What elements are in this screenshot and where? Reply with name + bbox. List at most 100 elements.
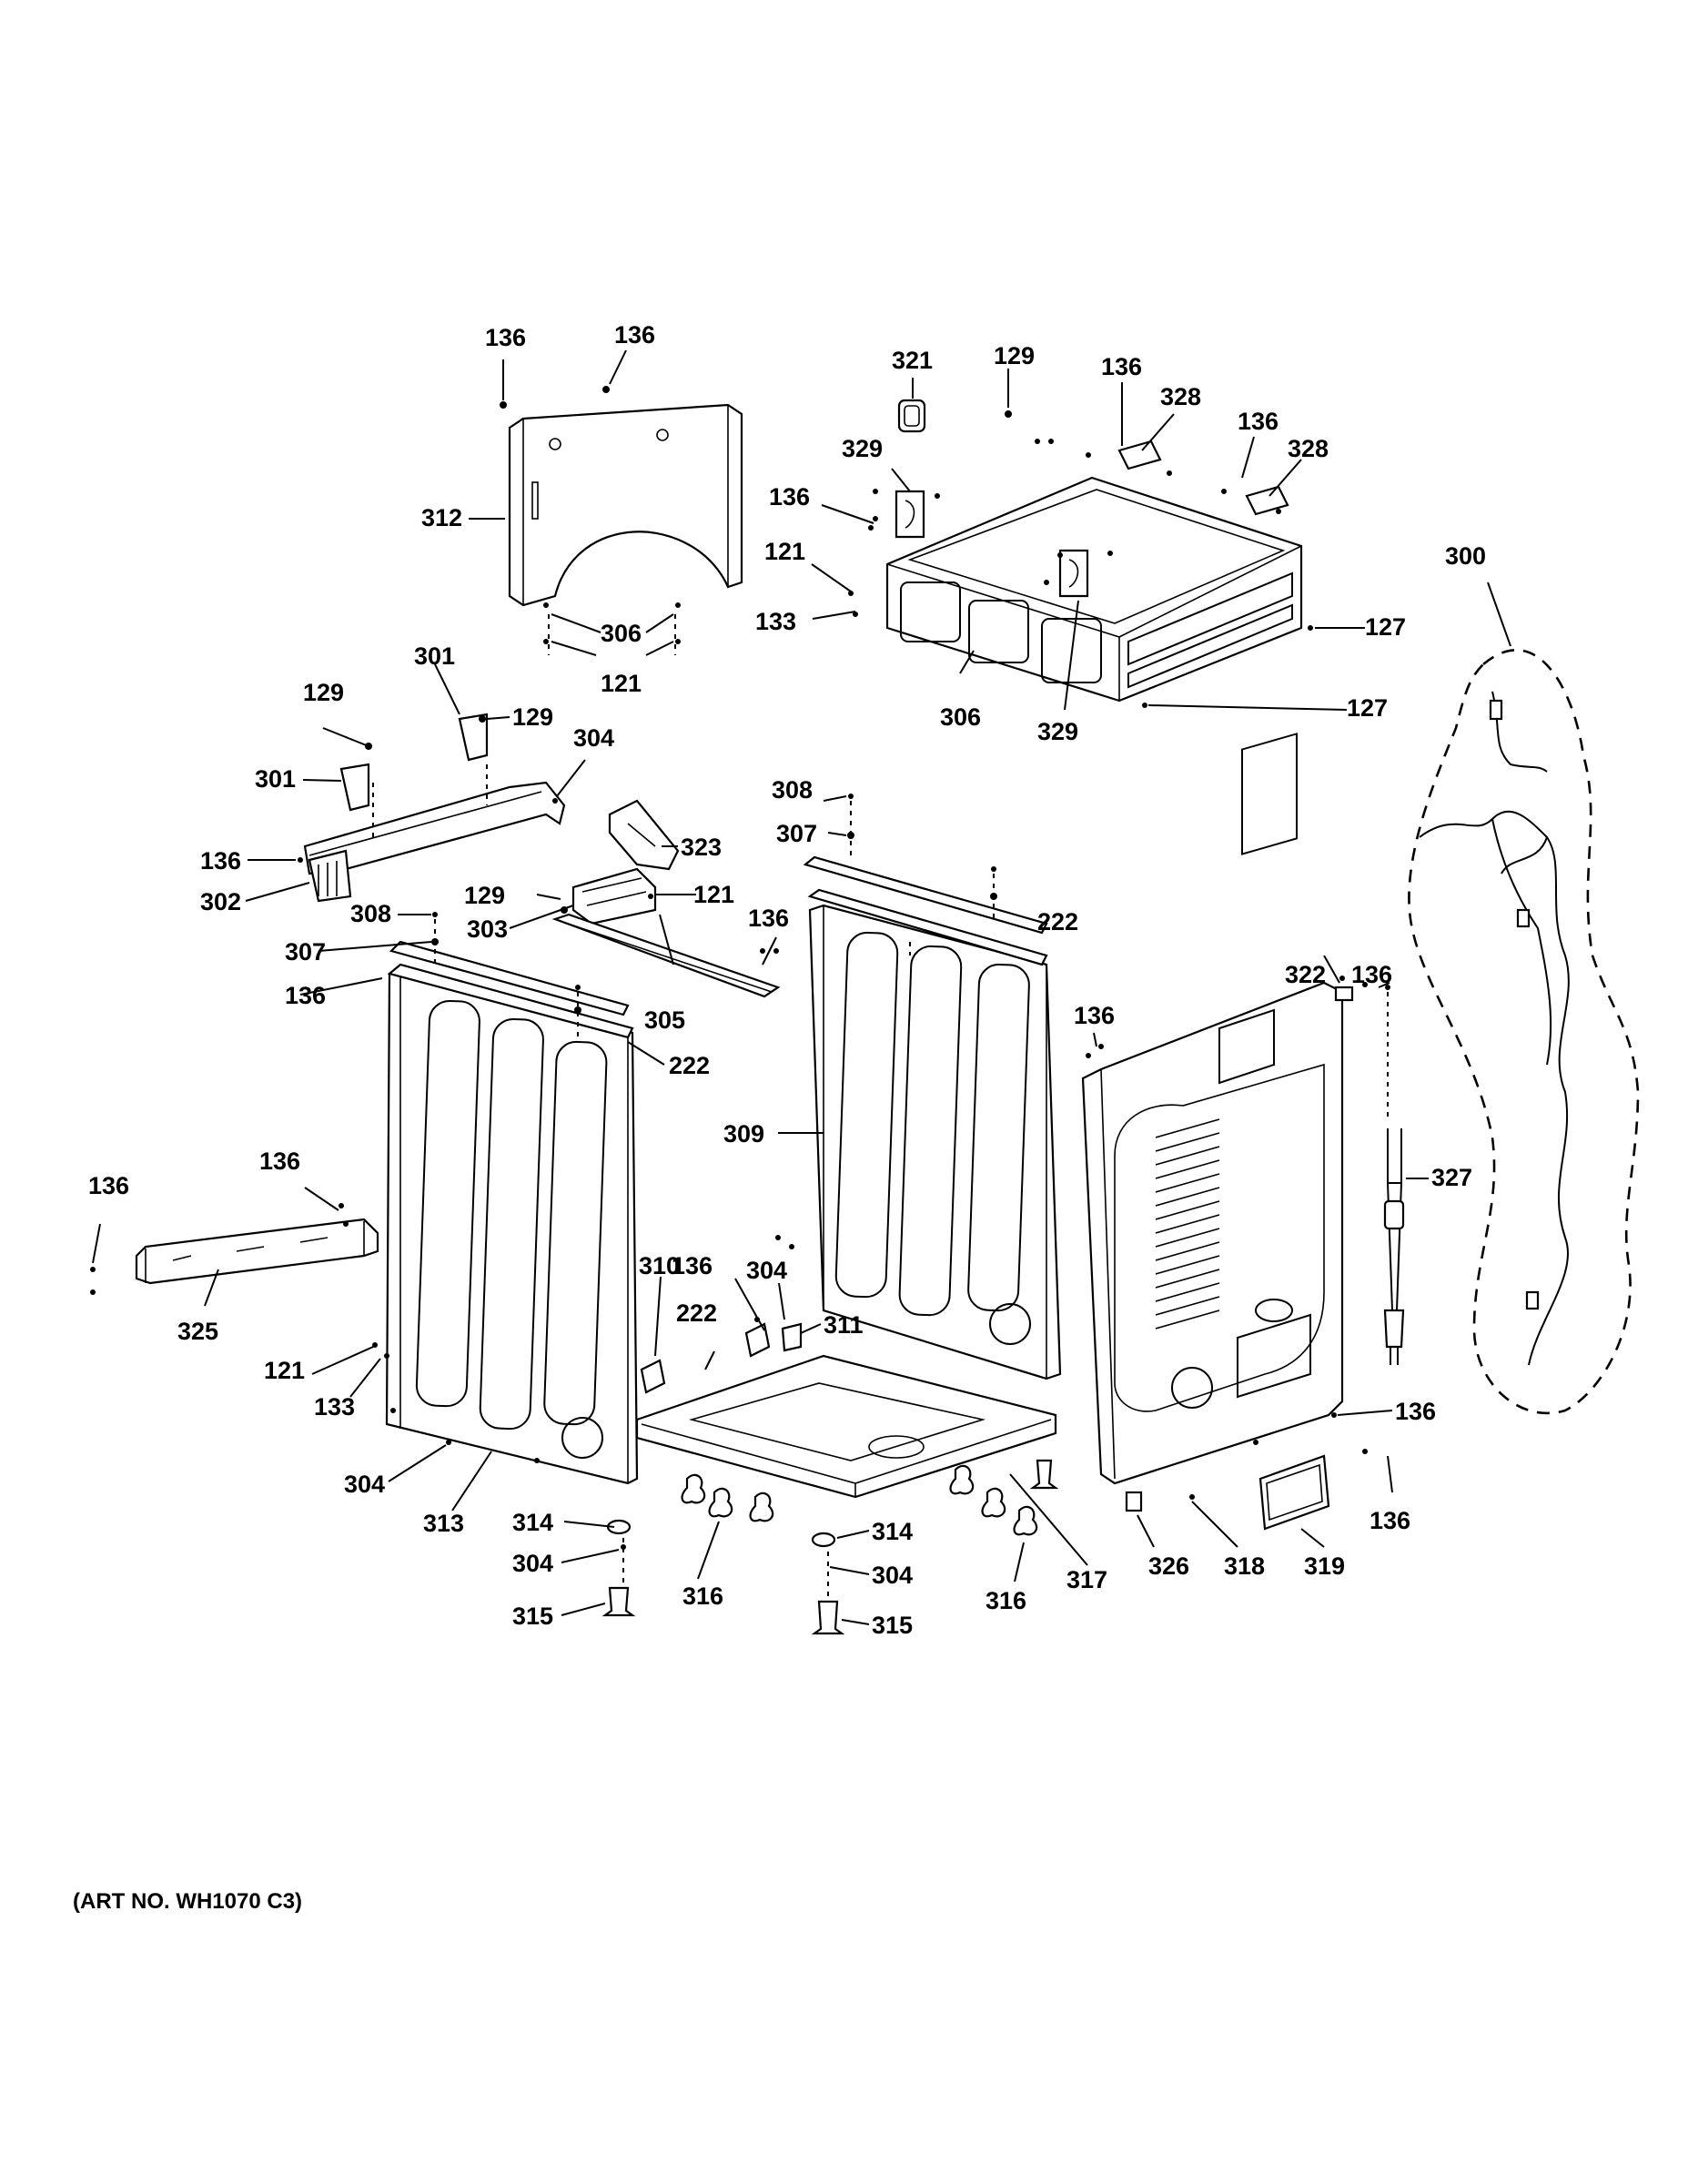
part-314-pads	[606, 1519, 836, 1548]
leader-lines	[92, 349, 1511, 1625]
callout-323: 323	[681, 834, 722, 861]
callout-307: 307	[776, 820, 817, 847]
callout-133: 133	[314, 1393, 355, 1421]
callout-329: 329	[842, 435, 883, 462]
callout-315: 315	[512, 1603, 553, 1630]
callout-136: 136	[285, 982, 326, 1009]
part-327-power-cord	[1383, 1128, 1405, 1365]
callout-309: 309	[723, 1120, 764, 1148]
callout-136: 136	[1370, 1507, 1410, 1534]
callout-322: 322	[1285, 961, 1326, 988]
part-306-top-panel	[885, 476, 1303, 703]
part-309-front-panel	[808, 904, 1062, 1380]
callout-316: 316	[682, 1582, 723, 1610]
callout-325: 325	[177, 1318, 218, 1345]
part-303-board	[571, 867, 657, 925]
callout-136: 136	[485, 324, 526, 351]
callout-136: 136	[88, 1172, 129, 1199]
callout-222: 222	[1037, 908, 1078, 935]
callout-318: 318	[1224, 1552, 1265, 1580]
part-321-seal	[897, 399, 926, 433]
callout-136: 136	[200, 847, 241, 875]
part-305-rail	[551, 913, 781, 998]
callout-127: 127	[1347, 694, 1388, 722]
callout-315: 315	[872, 1612, 913, 1639]
callout-314: 314	[872, 1518, 913, 1545]
callout-136: 136	[1101, 353, 1142, 380]
callout-222: 222	[669, 1052, 710, 1079]
part-323-module	[608, 799, 680, 871]
callout-329: 329	[1037, 718, 1078, 745]
callout-301: 301	[414, 642, 455, 670]
callout-306: 306	[940, 703, 981, 731]
callout-308: 308	[350, 900, 391, 927]
part-319-cover	[1258, 1454, 1330, 1531]
part-328-hinge	[1117, 440, 1289, 516]
callout-136: 136	[1351, 961, 1392, 988]
callout-310: 310	[639, 1252, 680, 1279]
callout-302: 302	[200, 888, 241, 915]
part-313-left-side-panel	[385, 967, 639, 1485]
callout-300: 300	[1445, 542, 1486, 570]
part-222-base	[635, 1354, 1057, 1499]
alignment-lines	[372, 614, 1389, 1597]
part-315-feet	[601, 1459, 1059, 1635]
callout-129: 129	[464, 882, 505, 909]
callout-303: 303	[467, 915, 508, 943]
callout-121: 121	[693, 881, 734, 908]
part-302-control-bracket	[303, 781, 566, 903]
part-300-wire-harness	[1408, 649, 1640, 1415]
callout-304: 304	[746, 1257, 787, 1284]
callout-222: 222	[676, 1299, 717, 1327]
part-316-clips	[681, 1464, 1038, 1536]
callout-136: 136	[1395, 1398, 1436, 1425]
callout-136: 136	[672, 1252, 713, 1279]
callout-308: 308	[772, 776, 813, 804]
part-310-311-brackets	[640, 1322, 803, 1394]
callout-301: 301	[255, 765, 296, 793]
callout-136: 136	[769, 483, 810, 511]
callout-317: 317	[1066, 1566, 1107, 1593]
callout-304: 304	[512, 1550, 553, 1577]
part-301-brackets	[339, 713, 489, 812]
callout-312: 312	[421, 504, 462, 531]
part-322-clamp	[1334, 986, 1354, 1002]
callout-127: 127	[1365, 613, 1406, 641]
callout-136: 136	[259, 1148, 300, 1175]
callout-326: 326	[1148, 1552, 1189, 1580]
part-329-bracket	[895, 490, 1089, 598]
callout-314: 314	[512, 1509, 553, 1536]
callout-316: 316	[986, 1587, 1026, 1614]
callout-136: 136	[748, 905, 789, 932]
callout-328: 328	[1288, 435, 1329, 462]
callout-305: 305	[644, 1006, 685, 1034]
callout-304: 304	[872, 1562, 913, 1589]
callout-121: 121	[764, 538, 805, 565]
callout-136: 136	[1074, 1002, 1115, 1029]
part-325-front-bracket	[135, 1218, 379, 1285]
callout-311: 311	[824, 1311, 864, 1339]
callout-121: 121	[601, 670, 642, 697]
art-number-caption: (ART NO. WH1070 C3)	[73, 1889, 303, 1914]
callout-121: 121	[264, 1357, 305, 1384]
callout-327: 327	[1431, 1164, 1472, 1191]
callout-136: 136	[614, 321, 655, 349]
callout-313: 313	[423, 1510, 464, 1537]
callout-306: 306	[601, 620, 642, 647]
callout-321: 321	[892, 347, 933, 374]
callout-labels: 136 136 312 306 121 321 129 136 328 136 …	[88, 321, 1486, 1639]
callout-304: 304	[344, 1471, 385, 1498]
part-326-clip	[1125, 1491, 1143, 1512]
part-312-console-panel	[508, 403, 743, 607]
callout-129: 129	[512, 703, 553, 731]
callout-133: 133	[755, 608, 796, 635]
part-318-rear-panel	[1081, 733, 1344, 1485]
callout-319: 319	[1304, 1552, 1345, 1580]
callout-307: 307	[285, 938, 326, 966]
callout-328: 328	[1160, 383, 1201, 410]
callout-136: 136	[1238, 408, 1279, 435]
callout-129: 129	[303, 679, 344, 706]
callout-304: 304	[573, 724, 614, 752]
callout-129: 129	[994, 342, 1035, 369]
